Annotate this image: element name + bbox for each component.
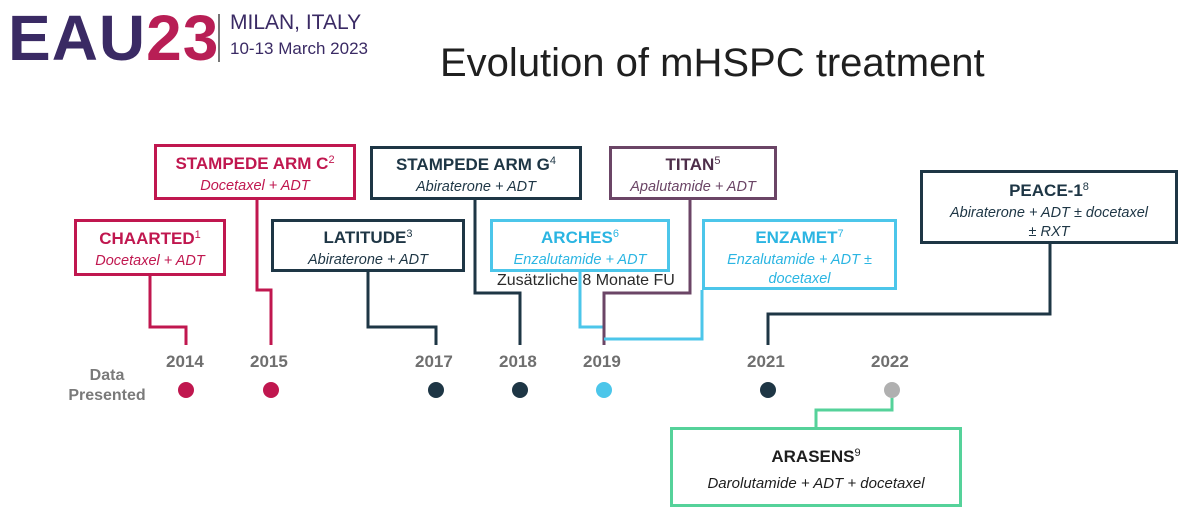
trial-box-arasens: ARASENS9 Darolutamide + ADT + docetaxel [670,427,962,507]
subtitle-caption: Zusätzliche 8 Monate FU [497,272,675,289]
trial-drug-arasens: Darolutamide + ADT + docetaxel [707,475,925,492]
eau23-logo: EAU23 [8,0,219,78]
trial-box-enzamet: ENZAMET7 Enzalutamide + ADT ± docetaxel [702,219,897,290]
logo-year: 23 [146,2,220,74]
trial-box-arches: ARCHES6 Enzalutamide + ADT [490,219,670,272]
trial-drug-arches: Enzalutamide + ADT [513,252,647,268]
trial-box-stampede-arm-c: STAMPEDE ARM C2 Docetaxel + ADT [154,144,356,200]
logo-text: EAU [8,2,147,74]
trial-name-stampede-arm-g: STAMPEDE ARM G4 [395,155,557,174]
year-label-2014: 2014 [166,352,204,371]
trial-name-chaarted: CHAARTED1 [99,229,201,248]
trial-name-arasens: ARASENS9 [771,447,861,466]
timeline-dot-2015 [263,382,279,398]
timeline-dot-2022 [884,382,900,398]
year-label-2015: 2015 [250,352,288,371]
connector-latitude [366,272,438,345]
trial-drug-latitude: Abiraterone + ADT [308,252,428,268]
timeline-dot-2017 [428,382,444,398]
connector-chaarted [148,276,188,345]
year-label-2019: 2019 [583,352,621,371]
connector-stampede-g [473,200,522,345]
timeline-dot-2021 [760,382,776,398]
trial-drug-enzamet-line2: docetaxel [768,271,831,287]
year-label-2022: 2022 [871,352,909,371]
trial-drug-peace-1-line2: ± RXT [1028,224,1070,240]
connector-arasens [814,398,894,427]
trial-name-stampede-arm-c: STAMPEDE ARM C2 [175,154,335,173]
connector-stampede-c [255,200,273,345]
year-label-2018: 2018 [499,352,537,371]
trial-box-latitude: LATITUDE3 Abiraterone + ADT [271,219,465,272]
connector-titan [602,200,692,345]
trial-drug-stampede-arm-c: Docetaxel + ADT [200,178,310,194]
trial-name-arches: ARCHES6 [541,228,619,247]
trial-name-latitude: LATITUDE3 [323,228,413,247]
trial-box-titan: TITAN5 Apalutamide + ADT [609,146,777,200]
year-label-2017: 2017 [415,352,453,371]
data-presented-label: Data Presented [52,366,162,406]
trial-name-enzamet: ENZAMET7 [755,228,844,247]
slide-title: Evolution of mHSPC treatment [440,41,985,85]
timeline-dot-2019 [596,382,612,398]
congress-location: MILAN, ITALY [230,11,362,34]
trial-name-titan: TITAN5 [665,155,721,174]
axis-label-line1: Data [89,367,125,384]
trial-drug-enzamet-line1: Enzalutamide + ADT ± [727,252,872,268]
trial-drug-chaarted: Docetaxel + ADT [95,253,205,269]
trial-box-stampede-arm-g: STAMPEDE ARM G4 Abiraterone + ADT [370,146,582,200]
trial-name-peace-1: PEACE-18 [1009,181,1089,200]
year-label-2021: 2021 [747,352,785,371]
trial-drug-peace-1-line1: Abiraterone + ADT ± docetaxel [949,205,1149,221]
connector-enzamet [604,290,704,341]
timeline-dot-2014 [178,382,194,398]
trial-box-chaarted: CHAARTED1 Docetaxel + ADT [74,219,226,276]
axis-label-line2: Presented [68,387,146,404]
trial-box-peace-1: PEACE-18 Abiraterone + ADT ± docetaxel ±… [920,170,1178,244]
trial-drug-titan: Apalutamide + ADT [630,179,756,195]
congress-dates: 10-13 March 2023 [230,39,368,58]
trial-drug-stampede-arm-g: Abiraterone + ADT [416,179,536,195]
timeline-dot-2018 [512,382,528,398]
logo-divider [218,14,220,62]
connector-peace1 [766,244,1052,345]
